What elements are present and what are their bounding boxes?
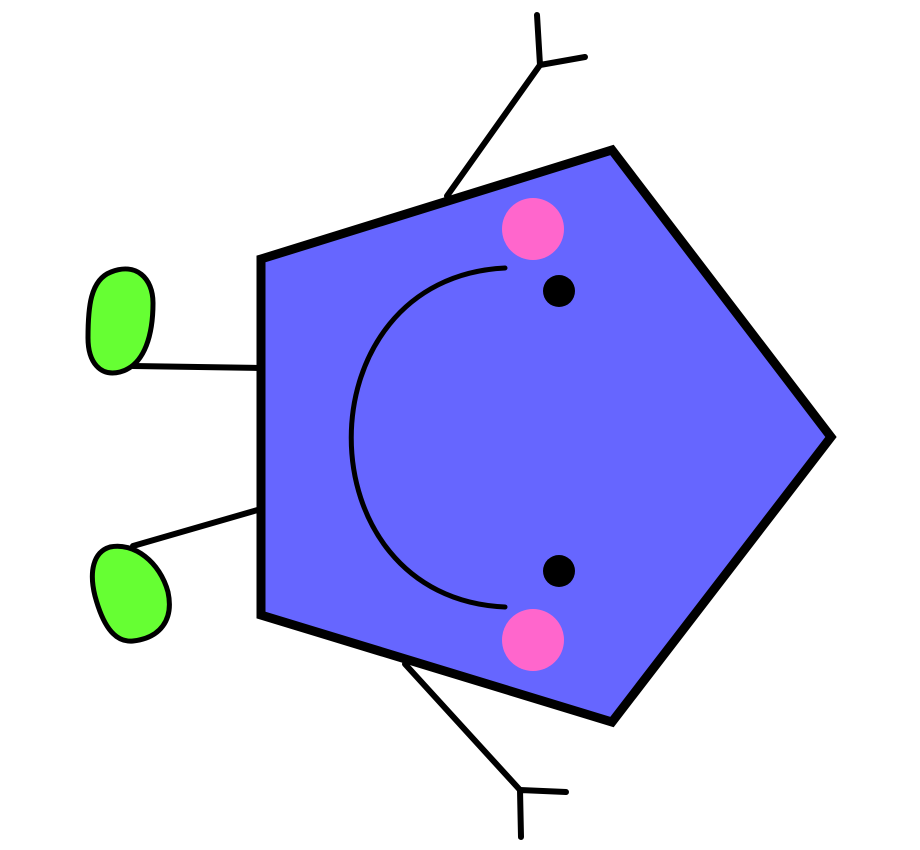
lower-eye xyxy=(543,555,575,587)
upper-hand-icon xyxy=(534,12,588,68)
upper-leg xyxy=(85,266,264,376)
lower-foot-icon xyxy=(89,543,172,644)
lower-arm xyxy=(402,661,569,840)
upper-arm xyxy=(444,12,588,199)
upper-leg-line xyxy=(130,363,264,371)
upper-arm-line xyxy=(444,62,543,199)
lower-hand-icon xyxy=(517,787,569,840)
lower-arm-line xyxy=(402,661,523,793)
pentagon-body xyxy=(256,144,837,728)
lower-leg-line xyxy=(130,506,264,549)
lower-leg xyxy=(89,506,264,644)
upper-cheek xyxy=(502,198,564,260)
lower-cheek xyxy=(502,609,564,671)
smile-mouth xyxy=(348,265,508,610)
face xyxy=(348,198,575,671)
upper-eye xyxy=(543,275,575,307)
upper-foot-icon xyxy=(85,266,156,376)
